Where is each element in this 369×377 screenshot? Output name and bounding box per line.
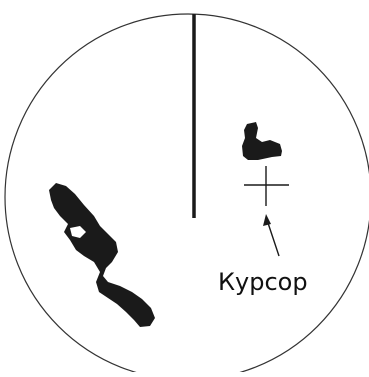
coastline-silhouette	[49, 183, 155, 327]
cursor-pointer-arrow-shaft	[267, 220, 279, 256]
target-silhouette	[242, 122, 282, 160]
cursor-pointer-arrowhead	[263, 214, 271, 226]
cursor-label: Курсор	[218, 268, 308, 296]
